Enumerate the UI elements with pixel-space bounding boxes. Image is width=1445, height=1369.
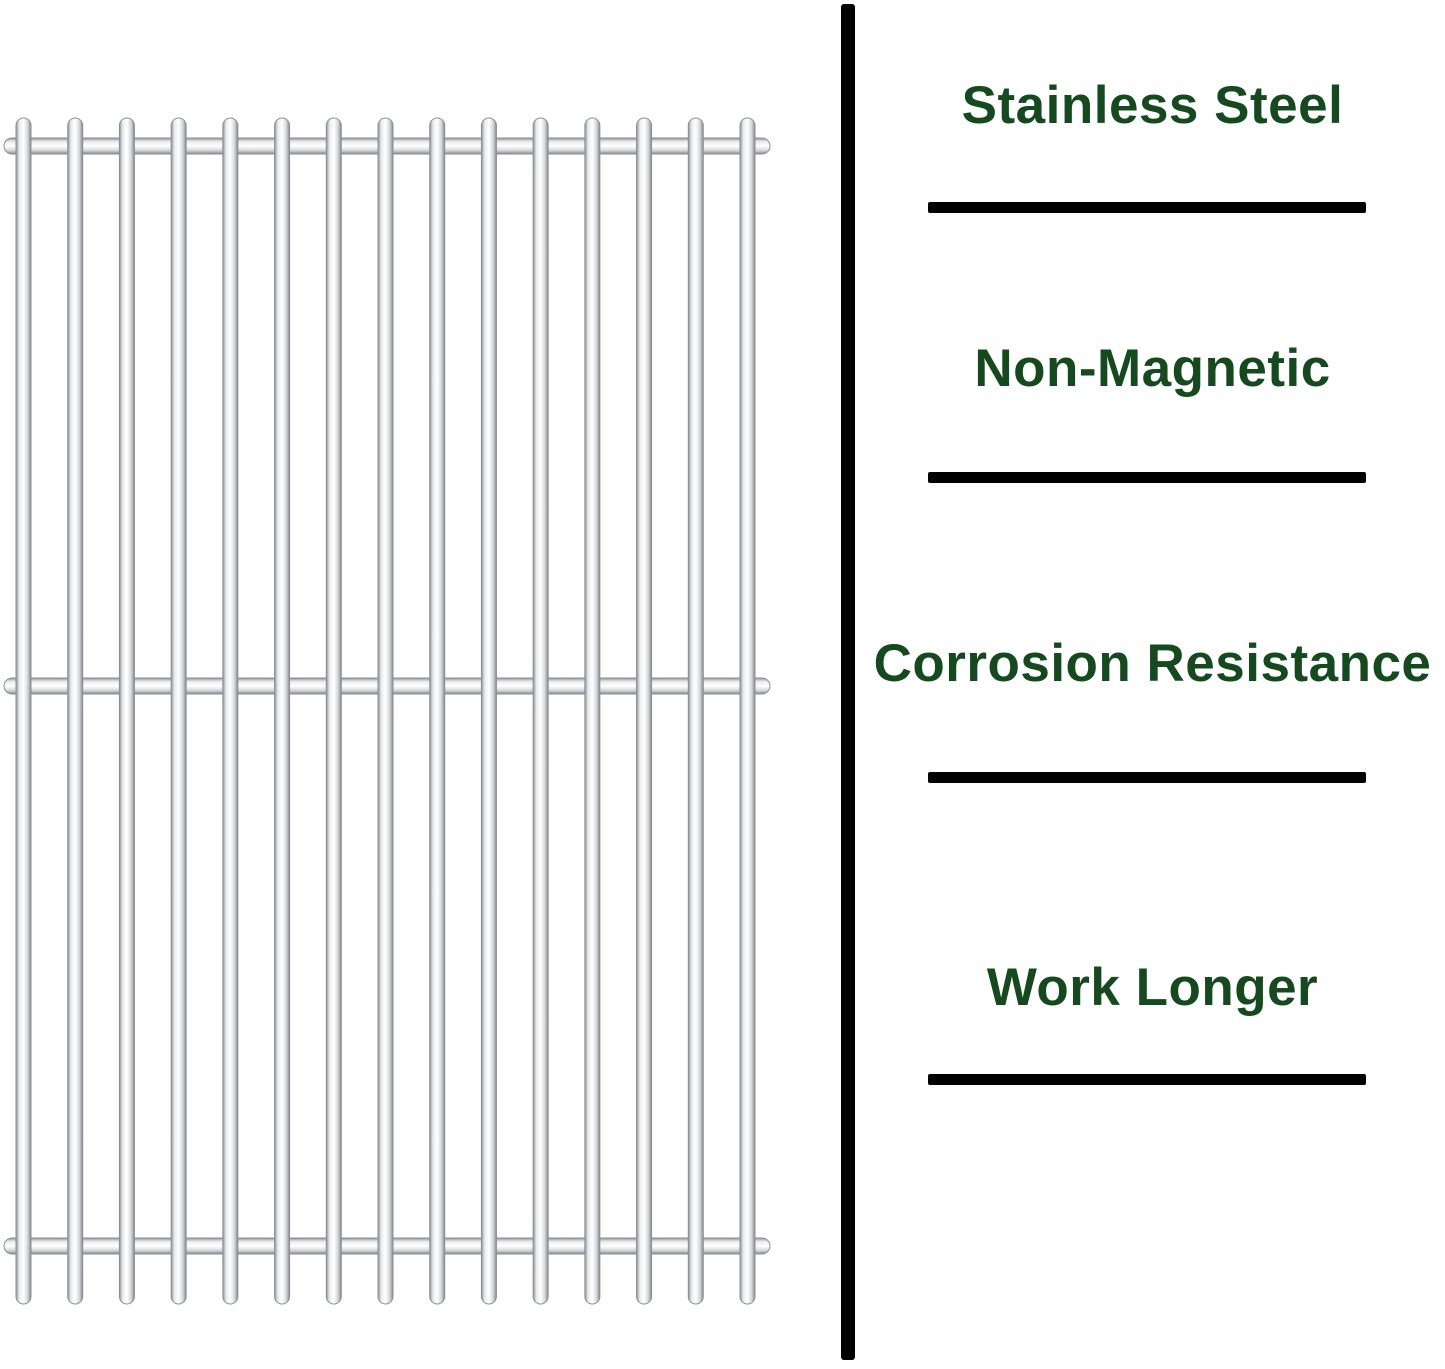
feature-label-corrosion-resistance: Corrosion Resistance [873, 634, 1432, 693]
feature-separator [928, 772, 1366, 783]
feature-label-non-magnetic: Non-Magnetic [974, 339, 1331, 398]
feature-separator [928, 1074, 1366, 1085]
feature-label-work-longer: Work Longer [986, 958, 1319, 1017]
feature-separator [928, 202, 1366, 213]
feature-separator [928, 472, 1366, 483]
vertical-divider [841, 4, 855, 1360]
grill-grate-svg [3, 117, 771, 1305]
grill-grate-image [3, 117, 771, 1305]
feature-label-stainless-steel: Stainless Steel [961, 76, 1344, 135]
feature-list: Stainless Steel Non-Magnetic Corrosion R… [860, 0, 1445, 1364]
